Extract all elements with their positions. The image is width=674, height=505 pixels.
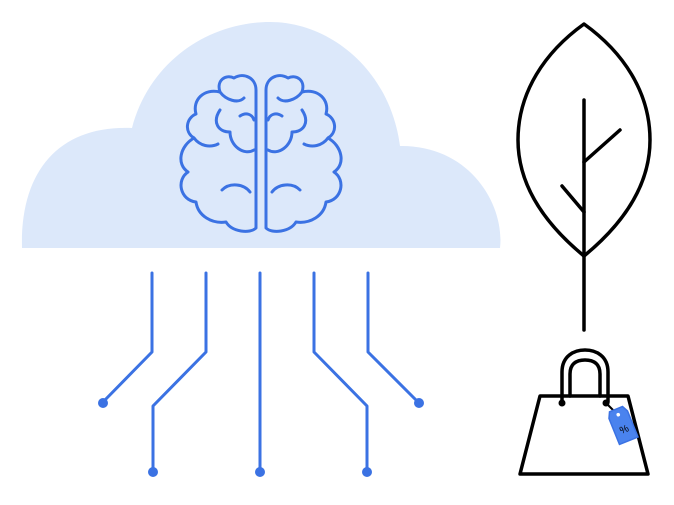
brain-fold-right-5: [266, 112, 284, 122]
cloud-icon: [21, 22, 501, 248]
tag-body: [608, 405, 639, 446]
brain-fold-left-3: [192, 136, 220, 148]
tag-body-group: %: [608, 405, 639, 446]
circuit-trace-2: [151, 271, 208, 472]
bag-handle-outer: [560, 348, 610, 404]
bag-handle-inner: [568, 358, 602, 398]
brain-fold-right-3: [302, 136, 330, 148]
tag-symbol: %: [618, 423, 630, 437]
circuit-node-4: [362, 467, 372, 477]
brain-icon: [179, 74, 343, 233]
cloud-shape: [21, 22, 501, 248]
leaf-vein-right: [582, 128, 622, 164]
circuit-node-3: [255, 467, 265, 477]
circuit-traces-icon: [98, 271, 424, 477]
leaf-icon: [516, 22, 652, 332]
price-tag-icon: %: [605, 402, 639, 446]
circuit-trace-5: [366, 271, 420, 404]
tag-hole: [616, 412, 621, 417]
brain-fold-left-1: [218, 90, 246, 103]
brain-fold-left-5: [238, 112, 256, 122]
circuit-trace-4: [312, 271, 369, 472]
circuit-trace-1: [101, 271, 154, 404]
brain-fold-left-4: [220, 183, 252, 194]
brain-fold-right-4: [270, 183, 302, 194]
circuit-node-2: [148, 467, 158, 477]
circuit-node-1: [98, 398, 108, 408]
shopping-bag-icon: [518, 348, 650, 476]
circuit-node-5: [414, 398, 424, 408]
brain-fold-right-1: [276, 90, 304, 103]
bag-rivet-left: [558, 399, 566, 407]
brain-fold-right-2: [266, 108, 308, 154]
leaf-vein-left: [560, 184, 586, 214]
brain-fold-left-2: [214, 108, 256, 154]
tag-string: [605, 402, 614, 411]
